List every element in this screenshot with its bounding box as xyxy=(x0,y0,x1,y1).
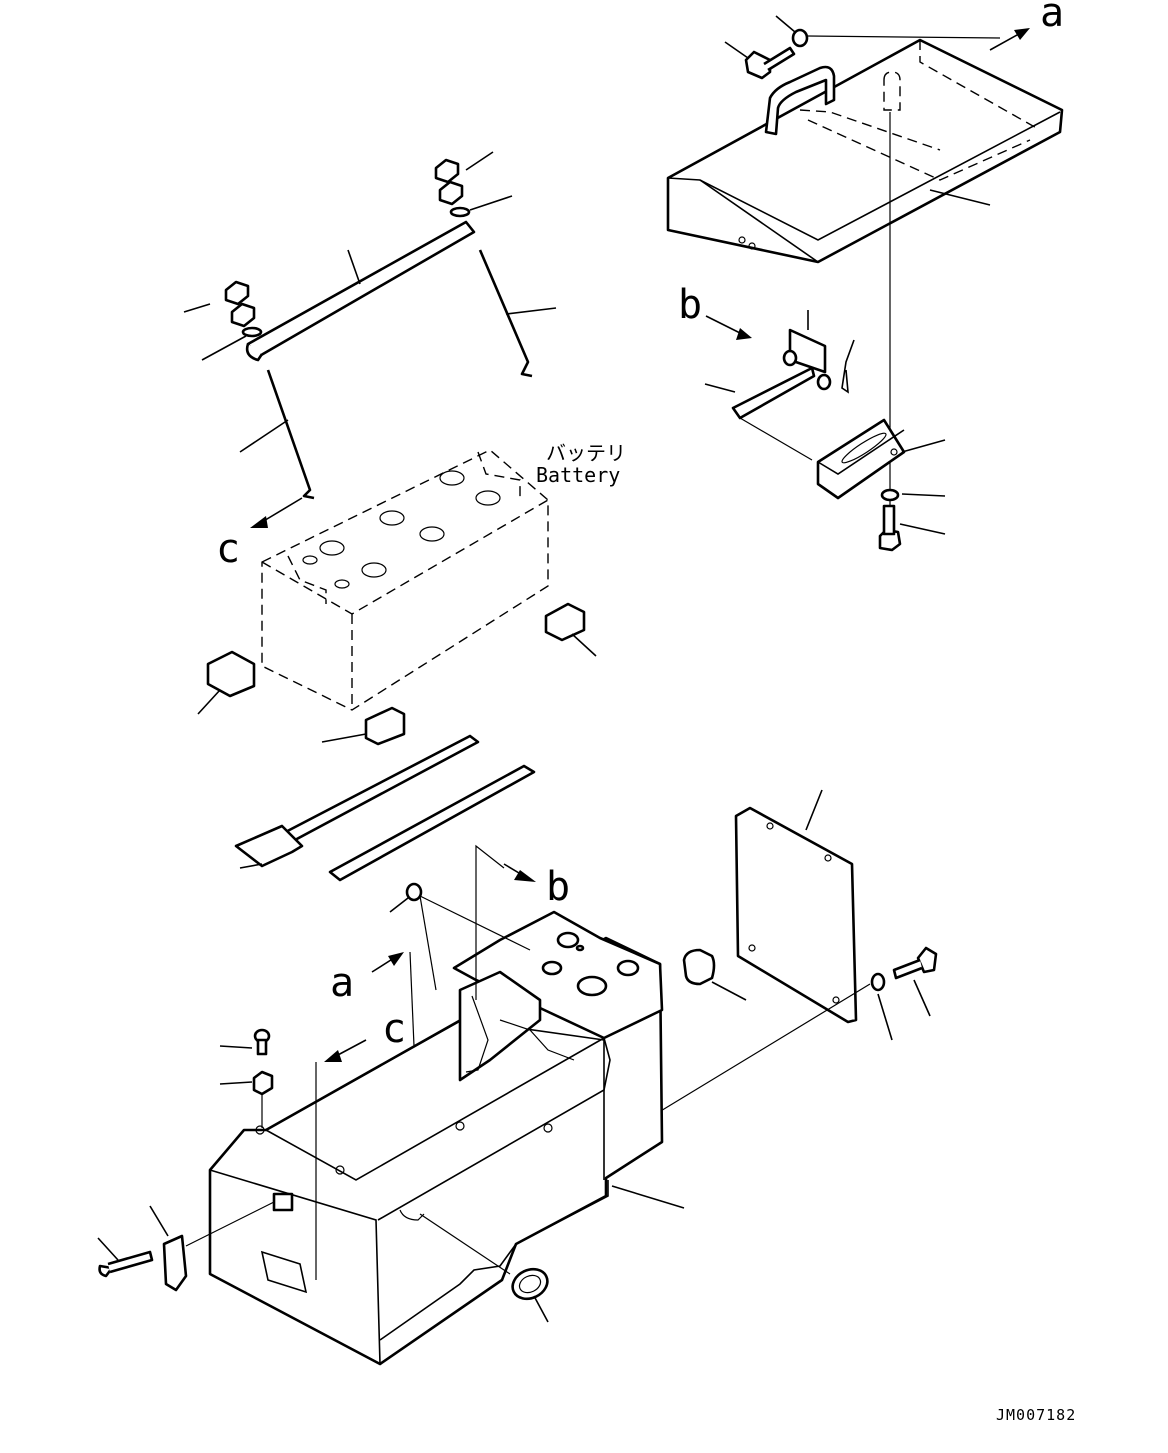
battery-label-jp: バッテリ xyxy=(546,441,626,465)
spacer-block-right xyxy=(544,602,597,657)
clip-pin xyxy=(841,339,855,394)
bracket-bolt xyxy=(878,504,946,552)
cover-top-bolt xyxy=(724,41,796,80)
nut-left-upper xyxy=(183,280,250,313)
ref-label-a-box: a xyxy=(330,960,354,1006)
nut-top-upper xyxy=(434,151,494,184)
grommet-cap xyxy=(682,948,747,1001)
hold-down-bar xyxy=(245,220,476,362)
cover-top-washer xyxy=(775,15,809,48)
battery-cover xyxy=(666,38,1064,264)
latch-screw xyxy=(97,1237,154,1278)
spacer-block-bottom xyxy=(321,706,406,746)
nut-left-lower xyxy=(230,302,256,328)
tie-rod-right xyxy=(478,249,557,378)
side-cover-bolt xyxy=(892,946,938,1017)
ref-arrow-c-top: c xyxy=(216,497,303,572)
ref-arrow-b-bracket: b xyxy=(678,282,752,340)
rubber-mat-long xyxy=(272,734,480,850)
washer-left xyxy=(201,326,263,361)
bracket-plate xyxy=(782,310,832,391)
ref-label-a-top: a xyxy=(1040,0,1064,36)
battery-label-en: Battery xyxy=(536,463,620,487)
drain-grommet xyxy=(419,1213,549,1323)
side-cover-plate xyxy=(734,789,858,1024)
box-rivet xyxy=(219,1028,271,1056)
battery-box xyxy=(208,910,685,1366)
box-nut xyxy=(219,1070,274,1128)
ref-label-c-top: c xyxy=(216,526,240,572)
box-top-washer xyxy=(389,882,531,991)
ref-arrow-a-top: a xyxy=(989,0,1064,51)
bracket-washer xyxy=(880,488,946,502)
side-cover-washer xyxy=(870,972,893,1041)
drawing-code: JM007182 xyxy=(996,1406,1076,1424)
rubber-mat-floor xyxy=(234,764,536,882)
nut-top-lower xyxy=(438,180,464,206)
ref-arrow-c-box: c xyxy=(315,1006,406,1280)
latch-clip xyxy=(149,1201,275,1292)
ref-arrow-b-box: b xyxy=(475,844,570,1000)
ref-label-b-box: b xyxy=(546,864,570,910)
ref-arrow-a-box: a xyxy=(330,951,415,1047)
bracket-strip xyxy=(704,366,816,461)
mount-bracket xyxy=(816,418,946,500)
ref-label-b-bracket: b xyxy=(678,282,702,328)
washer-top xyxy=(449,195,513,218)
ref-label-c-box: c xyxy=(382,1006,406,1052)
tie-rod-left xyxy=(239,369,315,500)
battery-phantom: バッテリ Battery xyxy=(261,441,626,711)
spacer-block-left xyxy=(197,650,256,715)
